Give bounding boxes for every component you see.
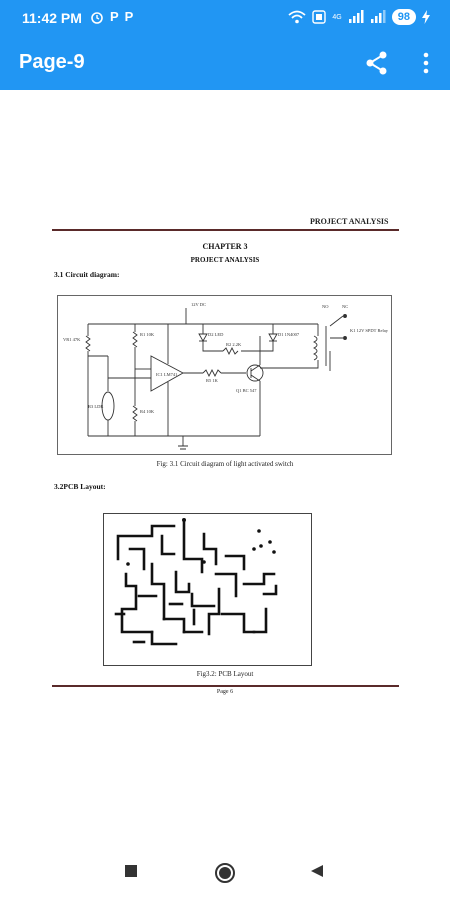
label-vr: VR1 47K	[63, 337, 81, 342]
volte-icon	[312, 10, 327, 24]
label-supply: 12V DC	[191, 302, 206, 307]
label-ldr: R3 LDR	[88, 404, 103, 409]
status-time: 11:42 PM	[22, 10, 82, 26]
wifi-icon	[288, 10, 306, 24]
home-icon[interactable]	[214, 862, 236, 884]
pcb-layout-figure	[103, 513, 312, 666]
label-r5: R5 1K	[206, 378, 219, 383]
label-no: NO	[322, 304, 329, 309]
label-nc: NC	[342, 304, 348, 309]
more-vert-icon[interactable]	[418, 50, 434, 76]
chapter-heading: CHAPTER 3	[202, 242, 248, 251]
page-number: Page 6	[216, 689, 234, 695]
navigation-bar	[0, 850, 450, 900]
label-r1: R1 10K	[140, 332, 155, 337]
back-icon[interactable]	[310, 864, 324, 878]
chapter-title: PROJECT ANALYSIS	[190, 256, 260, 264]
share-icon[interactable]	[364, 50, 390, 76]
signal-icon	[348, 10, 364, 23]
battery-icon: 98	[391, 9, 416, 25]
figure1-caption: Fig: 3.1 Circuit diagram of light activa…	[156, 460, 294, 468]
charging-icon	[422, 10, 430, 24]
alarm-icon	[91, 11, 103, 24]
label-ic: IC1 LM741	[156, 372, 177, 377]
circuit-diagram-figure: 12V DC R1 10K D2 LED R2 2.2K D1 1N4007 K…	[57, 295, 392, 455]
label-r4: R4 10K	[140, 409, 155, 414]
notification-p-icon: P	[124, 9, 134, 24]
figure2-caption: Fig3.2: PCB Layout	[196, 670, 254, 678]
header-rule	[52, 229, 399, 231]
document-page[interactable]: PROJECT ANALYSIS CHAPTER 3 PROJECT ANALY…	[0, 90, 450, 850]
app-bar: Page-9	[0, 38, 450, 90]
section-heading: 3.2PCB Layout:	[54, 482, 106, 491]
section-heading: 3.1 Circuit diagram:	[54, 270, 120, 279]
notification-p-icon: P	[110, 9, 119, 24]
page-title: Page-9	[19, 51, 85, 73]
label-led: D2 LED	[208, 332, 224, 337]
footer-rule	[52, 685, 399, 687]
label-transistor: Q1 BC 547	[236, 388, 257, 393]
signal-icon	[370, 10, 386, 23]
label-r2: R2 2.2K	[226, 342, 242, 347]
circuit-diagram: 12V DC R1 10K D2 LED R2 2.2K D1 1N4007 K…	[63, 302, 389, 450]
network-type-badge: 4G	[332, 13, 342, 21]
label-diode: D1 1N4007	[278, 332, 300, 337]
running-header: PROJECT ANALYSIS	[310, 217, 389, 226]
label-relay: K1 12V SPDT Relay	[350, 328, 389, 333]
recent-apps-icon[interactable]	[124, 864, 138, 878]
status-bar: 11:42 PM P P 4G 98	[0, 0, 450, 38]
pcb-layout	[114, 518, 278, 646]
